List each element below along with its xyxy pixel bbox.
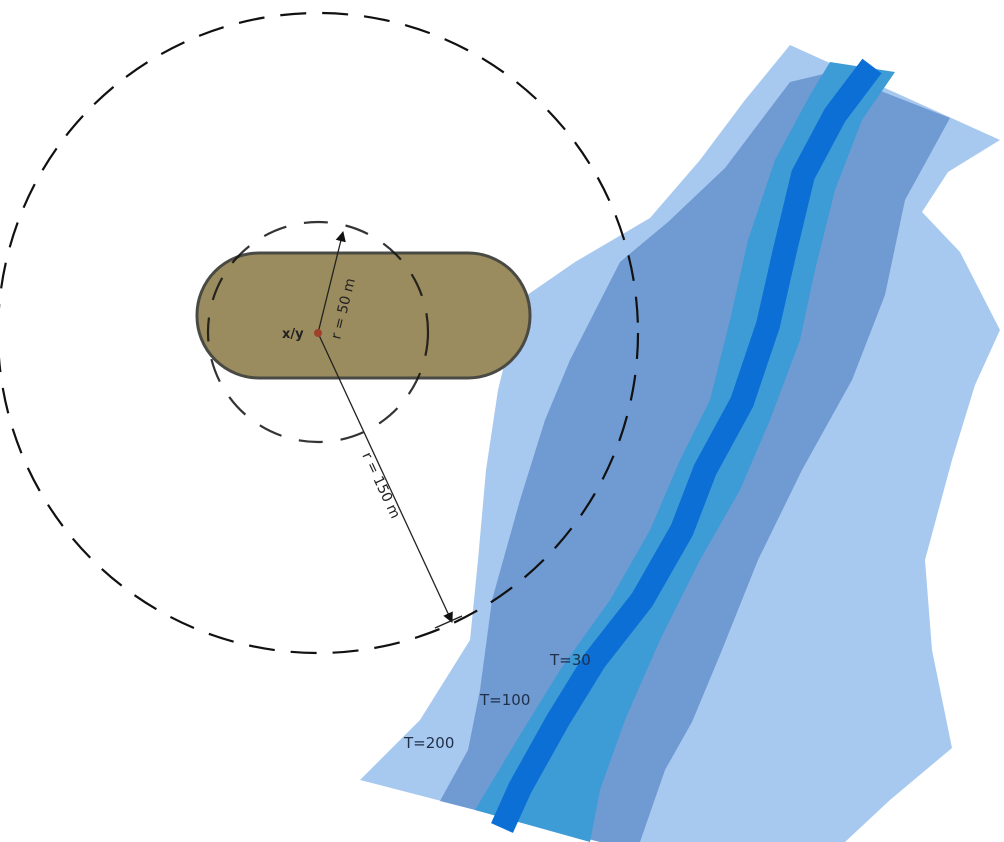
flood-zone-label-t30: T=30 xyxy=(549,651,591,669)
building xyxy=(195,251,532,380)
location-point xyxy=(314,329,322,337)
flood-zone-label-t100: T=100 xyxy=(479,691,530,709)
outer-radius-circle xyxy=(0,11,640,655)
inner-radius-circle xyxy=(206,220,430,444)
river-channel xyxy=(491,58,882,833)
outer-radius-tick xyxy=(434,615,463,629)
flood-zone-label-t200: T=200 xyxy=(403,734,454,752)
outer-radius-label: r = 150 m xyxy=(358,450,403,521)
point-label: x/y xyxy=(282,327,304,342)
inner-radius-arrow xyxy=(317,230,346,334)
outer-radius-arrow xyxy=(317,332,453,623)
